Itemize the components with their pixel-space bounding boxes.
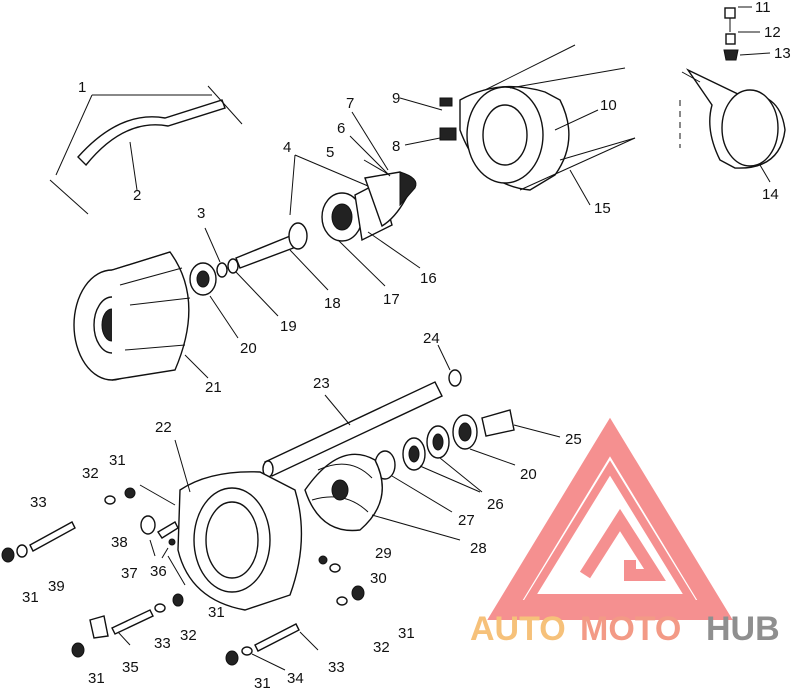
callout-4: 4 [283, 139, 291, 156]
watermark-auto: AUTO [470, 610, 566, 648]
callout-36: 36 [150, 563, 167, 580]
callout-10: 10 [600, 97, 617, 114]
callout-22: 22 [155, 419, 172, 436]
callout-31-b: 31 [22, 589, 39, 606]
callout-31-e: 31 [398, 625, 415, 642]
callout-33-c: 33 [328, 659, 345, 676]
callout-11: 11 [755, 0, 771, 16]
callout-39: 39 [48, 578, 65, 595]
watermark-logo [487, 417, 733, 620]
callout-5: 5 [326, 144, 334, 161]
impeller [304, 453, 461, 541]
callout-21: 21 [205, 379, 222, 396]
pump-housing [399, 44, 636, 206]
callout-31-a: 31 [109, 452, 126, 469]
callout-20-rear: 20 [520, 466, 537, 483]
callout-33-b: 33 [154, 635, 171, 652]
callout-38: 38 [111, 534, 128, 551]
callout-25: 25 [565, 431, 582, 448]
ring-24 [437, 344, 462, 387]
callout-31-d: 31 [88, 670, 105, 687]
impeller-cone-assembly [289, 111, 421, 287]
callout-9: 9 [392, 90, 400, 107]
callout-14: 14 [762, 186, 779, 203]
callout-17: 17 [383, 291, 400, 308]
callout-3: 3 [197, 205, 205, 222]
reverse-bracket [679, 6, 786, 183]
hose-assembly [49, 85, 243, 215]
callout-32-a: 32 [82, 465, 99, 482]
callout-34: 34 [287, 670, 304, 687]
short-shaft [235, 222, 329, 291]
callout-28: 28 [470, 540, 487, 557]
callout-32-c: 32 [373, 639, 390, 656]
callout-31-c: 31 [208, 604, 225, 621]
callout-13: 13 [774, 45, 791, 62]
callout-6: 6 [337, 120, 345, 137]
callout-8: 8 [392, 138, 400, 155]
front-bearing [189, 227, 279, 339]
callout-2: 2 [133, 187, 141, 204]
watermark-moto: MOTO [580, 610, 681, 648]
nozzle-housing [73, 251, 209, 381]
callout-29: 29 [375, 545, 392, 562]
callout-27: 27 [458, 512, 475, 529]
callout-24: 24 [423, 330, 440, 347]
callout-18: 18 [324, 295, 341, 312]
callout-23: 23 [313, 375, 330, 392]
callout-30: 30 [370, 570, 387, 587]
callout-35: 35 [122, 659, 139, 676]
callout-33-a: 33 [30, 494, 47, 511]
watermark-hub: HUB [706, 610, 780, 648]
callout-15: 15 [594, 200, 611, 217]
intake-housing [174, 439, 303, 611]
callout-20-front: 20 [240, 340, 257, 357]
callout-37: 37 [121, 565, 138, 582]
callout-19: 19 [280, 318, 297, 335]
watermark-wordmark: AUTO MOTO HUB [470, 610, 780, 648]
callout-26: 26 [487, 496, 504, 513]
callout-labels: 1 2 3 4 5 6 7 8 9 10 11 12 13 14 15 16 1… [22, 0, 791, 690]
callout-12: 12 [764, 24, 781, 41]
hardware [1, 484, 365, 671]
callout-32-b: 32 [180, 627, 197, 644]
callout-31-g: 31 [254, 675, 271, 690]
callout-16: 16 [420, 270, 437, 287]
rear-bearings [374, 409, 561, 513]
callout-1: 1 [78, 79, 86, 96]
callout-7: 7 [346, 95, 354, 112]
